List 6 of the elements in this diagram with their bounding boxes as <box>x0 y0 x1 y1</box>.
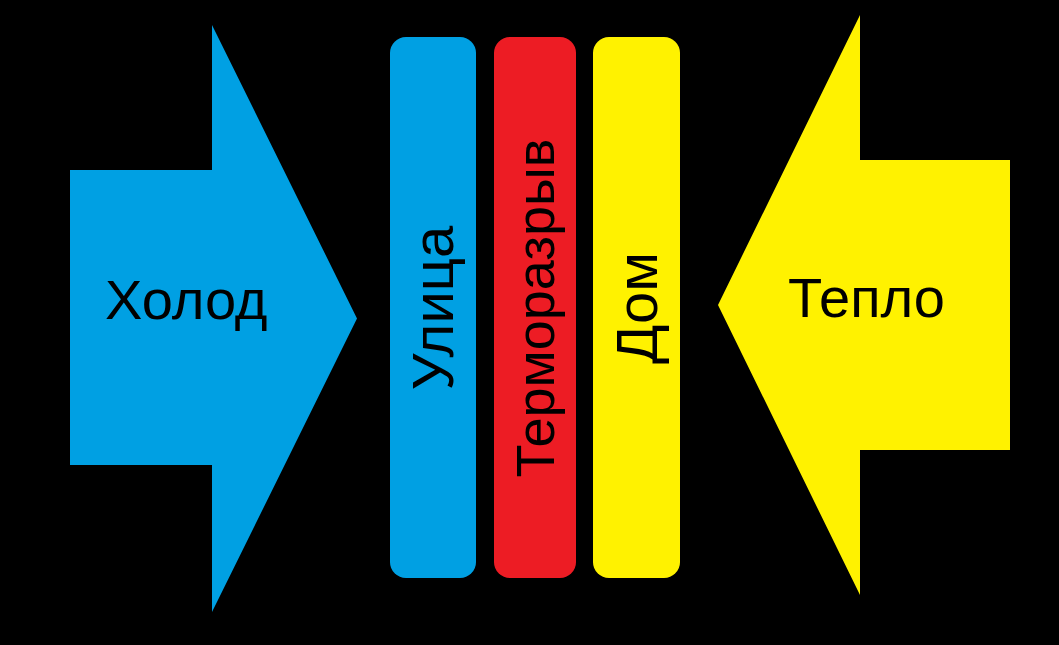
vertical-bar <box>494 37 576 578</box>
block-arrow <box>718 15 1010 595</box>
vertical-bar <box>390 37 476 578</box>
node-label: Тепло <box>788 270 945 326</box>
vertical-bar <box>593 37 680 578</box>
block-arrow <box>70 25 357 612</box>
